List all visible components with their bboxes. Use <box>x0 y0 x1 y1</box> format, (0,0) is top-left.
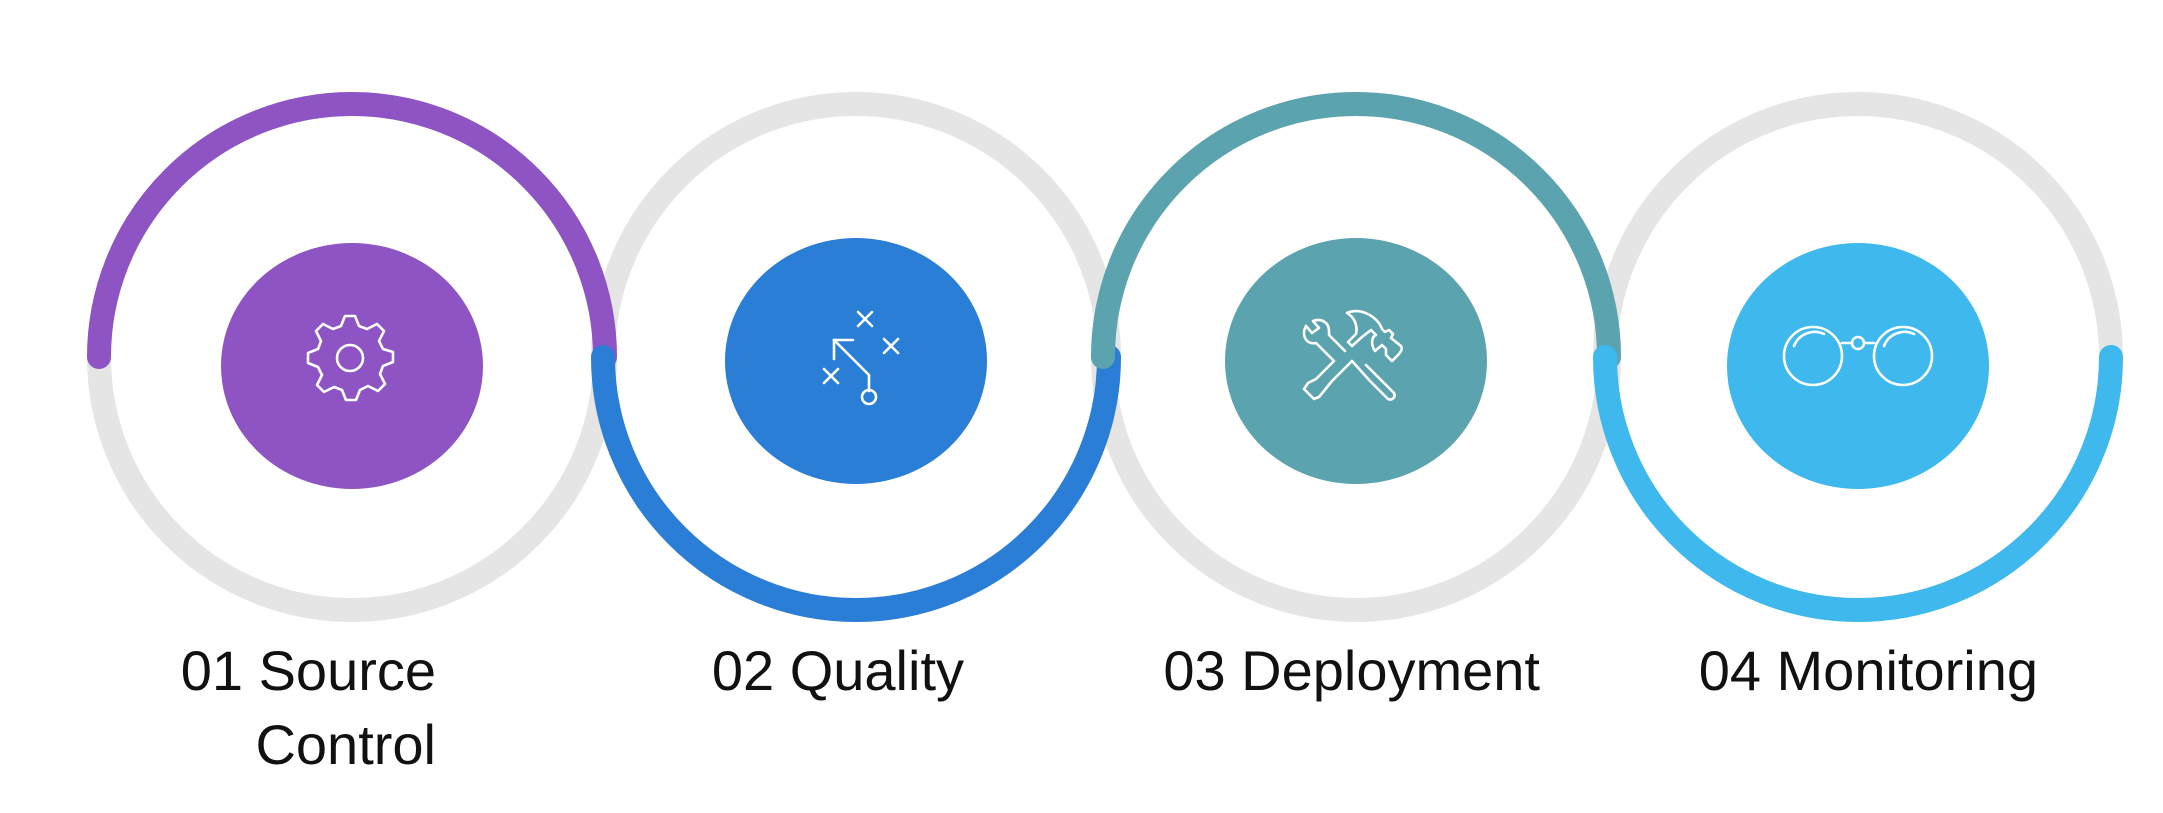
progress-arcs <box>87 92 2123 622</box>
icon-disc-1 <box>221 243 483 489</box>
strategy-play-icon <box>822 310 900 406</box>
progress-arc-4 <box>1593 345 2123 622</box>
progress-arc-3 <box>1091 92 1621 369</box>
glasses-icon <box>1782 325 1934 387</box>
step-label-2: 02 Quality <box>711 639 964 702</box>
step-label-3: 03 Deployment <box>1163 639 1540 702</box>
wrench-hammer-icon <box>1302 309 1403 401</box>
step-label-1: 01 Source Control <box>180 639 436 776</box>
gear-icon <box>306 314 395 402</box>
step-label-4: 04 Monitoring <box>1698 639 2038 702</box>
icon-disc-3 <box>1225 238 1487 484</box>
progress-arc-1 <box>87 92 617 369</box>
icon-disc-4 <box>1727 243 1989 489</box>
progress-arc-2 <box>591 345 1121 622</box>
